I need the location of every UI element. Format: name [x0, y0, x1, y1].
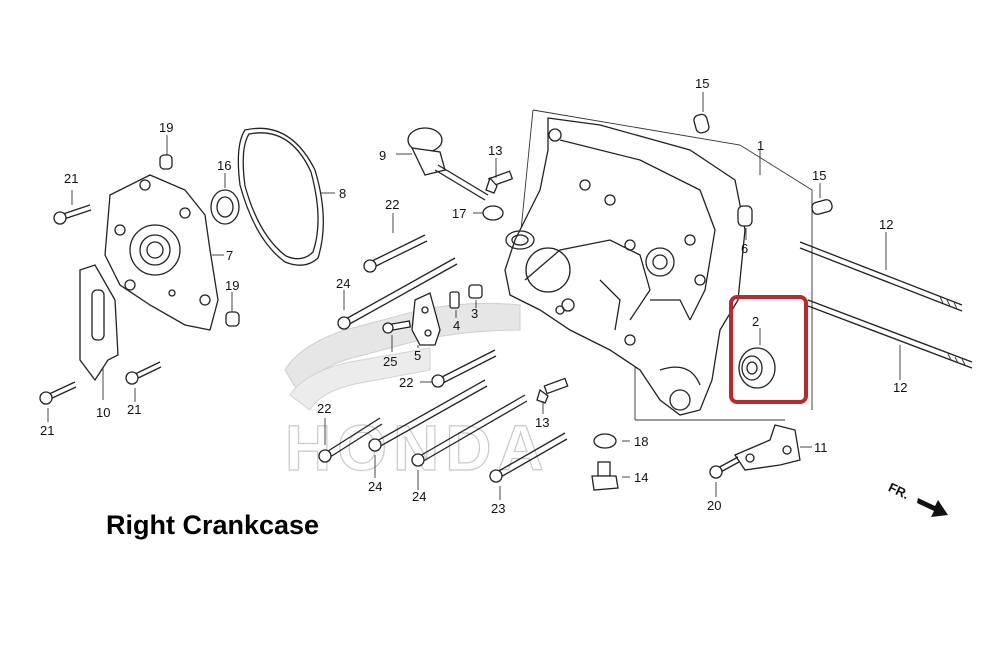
bolt-25 [382, 320, 412, 334]
callout-21-b: 21 [40, 423, 54, 438]
callout-8: 8 [339, 186, 346, 201]
callout-19-b: 19 [225, 278, 239, 293]
drain-bolt-14 [591, 461, 619, 491]
callout-25: 25 [383, 354, 397, 369]
gasket-ring-8 [237, 127, 324, 266]
front-direction-indicator: FR. [886, 480, 948, 517]
callout-12-a: 12 [879, 217, 893, 232]
callout-23: 23 [491, 501, 505, 516]
bracket-11 [734, 424, 801, 471]
cover-plate-7 [104, 174, 219, 331]
callout-5: 5 [414, 348, 421, 363]
callout-13-b: 13 [535, 415, 549, 430]
callout-16: 16 [217, 158, 231, 173]
callout-9: 9 [379, 148, 386, 163]
bolt-13-upper [485, 170, 514, 194]
dowel-pin-19-a [159, 154, 173, 170]
fr-label: FR. [886, 480, 911, 502]
callout-18: 18 [634, 434, 648, 449]
dipstick-9 [407, 127, 489, 201]
dowel-pin-15-a [693, 113, 710, 134]
callout-17: 17 [452, 206, 466, 221]
dowel-pin-19-b [225, 311, 240, 327]
pin-3 [468, 284, 483, 299]
bearing-2 [738, 347, 776, 389]
long-bolts [318, 234, 568, 483]
callout-15-a: 15 [695, 76, 709, 91]
callout-22-b: 22 [399, 375, 413, 390]
bolt-13-lower [536, 377, 569, 404]
bracket-5 [411, 292, 441, 346]
dowel-pin-6 [737, 205, 753, 227]
callout-7: 7 [226, 248, 233, 263]
callout-14: 14 [634, 470, 648, 485]
callout-19-a: 19 [159, 120, 173, 135]
leader-lines [47, 92, 901, 500]
crankcase-bounding-lines [519, 109, 813, 421]
callout-21-c: 21 [127, 402, 141, 417]
callout-12-b: 12 [893, 380, 907, 395]
callout-20: 20 [707, 498, 721, 513]
dowel-pin-15-b [811, 199, 833, 215]
callout-4: 4 [453, 318, 460, 333]
o-ring-17 [482, 205, 504, 221]
callout-13-a: 13 [488, 143, 502, 158]
callout-6: 6 [741, 241, 748, 256]
spring-4 [449, 291, 460, 309]
diagram-title: Right Crankcase [106, 510, 320, 540]
callout-22-a: 22 [385, 197, 399, 212]
short-bolts [39, 204, 740, 479]
callout-24-c: 24 [412, 489, 426, 504]
callout-15-b: 15 [812, 168, 826, 183]
stud-bolt-12-b [807, 299, 973, 369]
callout-2: 2 [752, 314, 759, 329]
callout-3: 3 [471, 306, 478, 321]
oil-seal-16 [210, 189, 240, 225]
arrow-icon [917, 498, 948, 517]
callout-24-b: 24 [368, 479, 382, 494]
bracket-10 [79, 264, 119, 400]
washer-18 [593, 433, 617, 449]
callout-22-c: 22 [317, 401, 331, 416]
callout-10: 10 [96, 405, 110, 420]
callout-11: 11 [814, 440, 828, 455]
right-crankcase [504, 117, 746, 416]
callout-24-a: 24 [336, 276, 350, 291]
callout-21-a: 21 [64, 171, 78, 186]
highlight-box-bearing [729, 295, 808, 404]
callout-labels: 1 2 3 4 5 6 7 8 9 10 11 12 12 13 13 14 1… [40, 76, 907, 516]
stud-bolt-12-a [799, 241, 963, 312]
callout-1: 1 [757, 138, 764, 153]
